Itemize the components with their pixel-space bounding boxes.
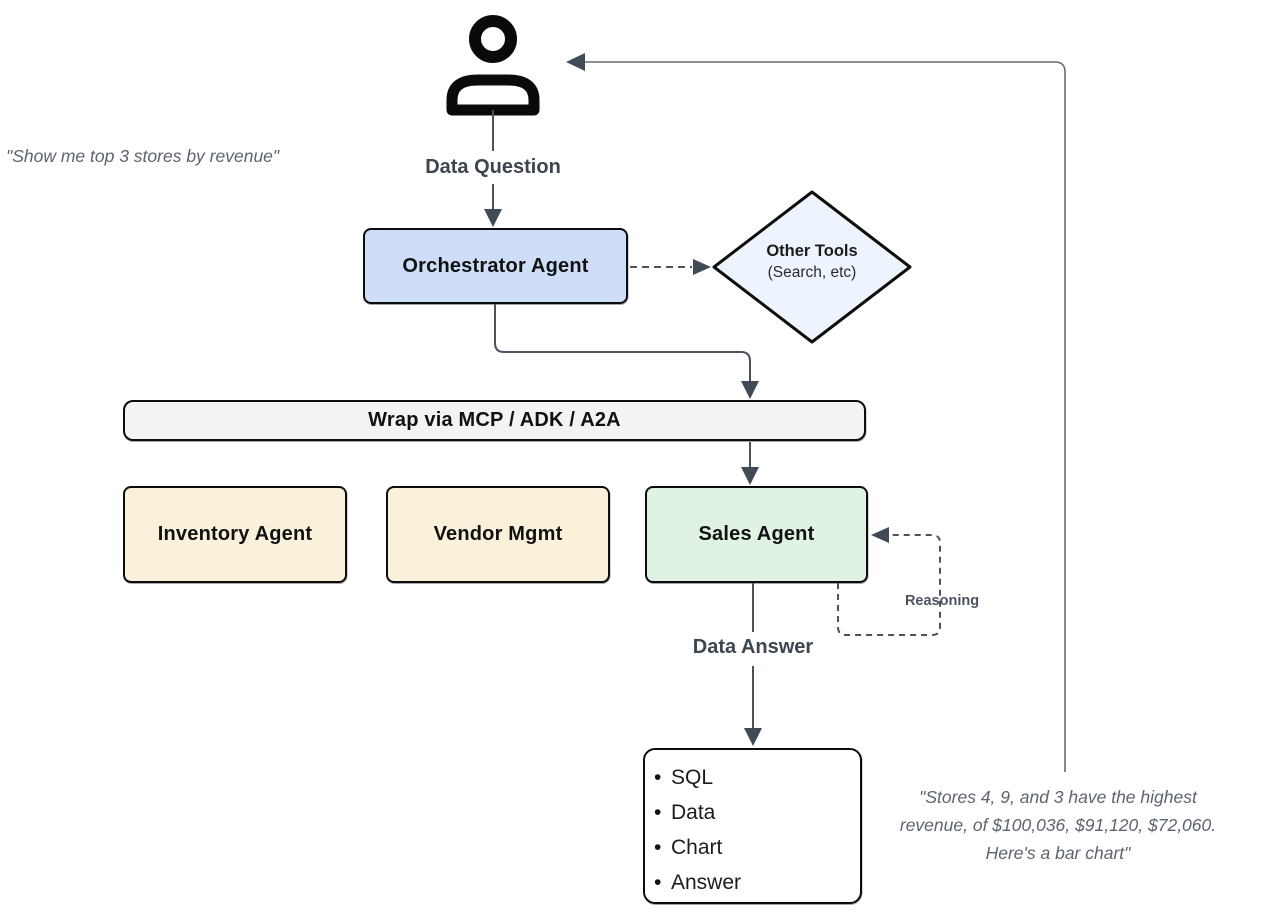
agent-response-line: Here's a bar chart" bbox=[985, 843, 1131, 863]
data-question-label: Data Question bbox=[425, 156, 561, 178]
vendor-mgmt-node: Vendor Mgmt bbox=[386, 486, 610, 583]
answer-output-item: Data bbox=[654, 795, 860, 830]
user-icon bbox=[446, 15, 540, 116]
data-answer-label: Data Answer bbox=[692, 636, 814, 658]
agent-response-quote: "Stores 4, 9, and 3 have the highest rev… bbox=[858, 783, 1258, 867]
edge-tools-arrowhead bbox=[693, 259, 711, 275]
agent-response-line: revenue, of $100,036, $91,120, $72,060. bbox=[899, 815, 1217, 835]
edge-feedback-arrowhead bbox=[566, 53, 585, 71]
other-tools-subtitle: (Search, etc) bbox=[767, 264, 857, 281]
orchestrator-agent-node: Orchestrator Agent bbox=[363, 228, 628, 304]
edge-answerbox-arrowhead bbox=[744, 728, 762, 746]
other-tools-diamond bbox=[712, 190, 912, 344]
wrap-layer-node: Wrap via MCP / ADK / A2A bbox=[123, 400, 866, 441]
other-tools-node: Other Tools (Search, etc) bbox=[722, 240, 902, 283]
reasoning-label: Reasoning bbox=[904, 593, 980, 609]
edge-orchestrator-to-wrap bbox=[494, 304, 751, 381]
sales-agent-node: Sales Agent bbox=[645, 486, 868, 583]
answer-output-node: SQL Data Chart Answer bbox=[643, 748, 862, 904]
answer-output-item: SQL bbox=[654, 760, 860, 795]
agent-response-line: "Stores 4, 9, and 3 have the highest bbox=[919, 787, 1197, 807]
answer-output-item: Chart bbox=[654, 830, 860, 865]
user-query-quote: "Show me top 3 stores by revenue" bbox=[6, 146, 280, 166]
other-tools-title: Other Tools bbox=[766, 242, 858, 260]
edge-reasoning-arrowhead bbox=[871, 527, 889, 543]
edge-sales-arrowhead bbox=[741, 467, 759, 485]
answer-output-item: Answer bbox=[654, 865, 860, 900]
answer-output-list: SQL Data Chart Answer bbox=[645, 760, 860, 900]
inventory-agent-node: Inventory Agent bbox=[123, 486, 347, 583]
edge-wrap-arrowhead bbox=[741, 381, 759, 399]
edge-orchestrator-arrowhead bbox=[484, 209, 502, 227]
